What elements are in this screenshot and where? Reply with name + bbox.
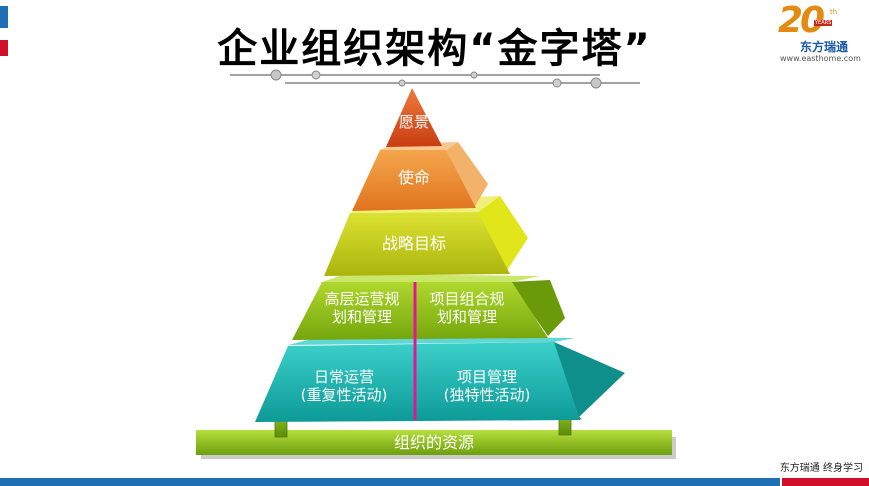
tier-5-left-label-line1: 日常运营 [314, 368, 374, 386]
page-title: 企业组织架构“金字塔” [217, 26, 652, 72]
tier-4-right-label-line2: 划和管理 [437, 308, 497, 326]
footer-slogan: 东方瑞通 终身学习 [779, 463, 863, 474]
tier-5-right-label-line2: (独特性活动) [444, 386, 531, 404]
tier-1-vision [386, 88, 442, 147]
tier-1-label: 愿景 [399, 113, 429, 131]
tier-4-left-label-line1: 高层运营规 [324, 290, 399, 308]
logo-years: YEARS [814, 20, 833, 26]
logo-superscript: th [830, 8, 838, 16]
tier-5-operations-projects [255, 336, 625, 422]
tier-5-left-label-line2: (重复性活动) [301, 386, 388, 404]
tier-2-label: 使命 [398, 168, 430, 187]
bottom-bar-blue [0, 478, 780, 486]
tier-4-right-label-line1: 项目组合规 [429, 290, 504, 308]
bottom-bar-red [782, 478, 869, 486]
title-underline-decoration [230, 69, 640, 89]
logo-url: www.easthome.com [780, 54, 861, 63]
tier-5-right-label-line1: 项目管理 [457, 368, 517, 386]
left-accent-blue [0, 6, 8, 28]
tier-4-planning [292, 274, 565, 340]
base-label: 组织的资源 [394, 433, 474, 452]
company-logo: 20 th YEARS 东方瑞通 www.easthome.com [768, 0, 868, 64]
tier-3-label: 战略目标 [382, 234, 446, 253]
logo-brand-name: 东方瑞通 [800, 40, 849, 54]
tier-4-left-label-line2: 划和管理 [332, 308, 392, 326]
left-accent-red [0, 40, 8, 56]
